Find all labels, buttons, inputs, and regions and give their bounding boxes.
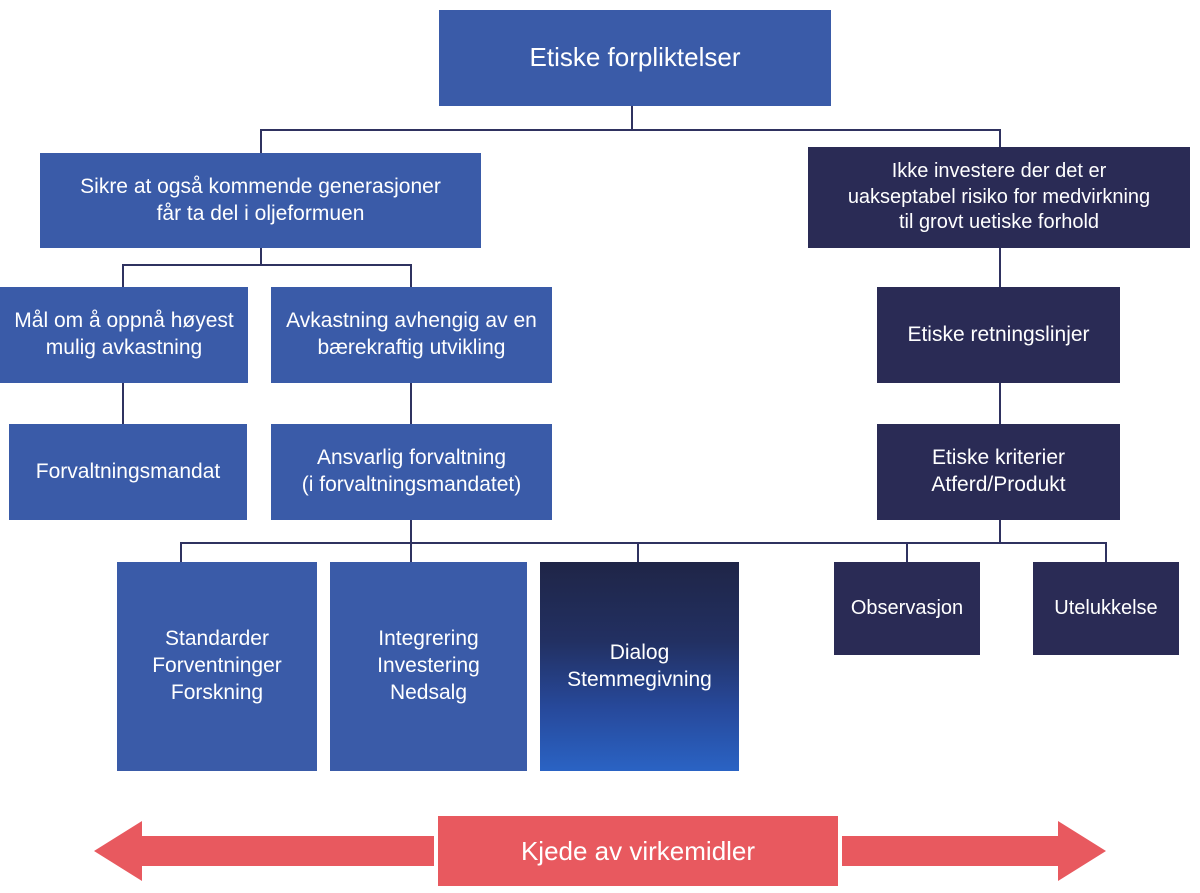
connector-right-branch-drop [999, 129, 1001, 153]
arrow-right-icon [842, 821, 1106, 881]
chain-label-text: Kjede av virkemidler [520, 835, 756, 866]
node-ethical-criteria[interactable]: Etiske kriterier Atferd/Produkt [877, 424, 1120, 520]
connector-observation-drop [906, 542, 908, 562]
node-observation[interactable]: Observasjon [834, 562, 980, 655]
connector-guidelines-to-criteria [999, 383, 1001, 424]
connector-goal-return-drop [122, 264, 124, 287]
connector-sustainable-drop [410, 264, 412, 287]
connector-goal-to-mandate [122, 383, 124, 424]
node-left-branch[interactable]: Sikre at også kommende generasjoner får … [40, 153, 481, 248]
node-sustainable-return[interactable]: Avkastning avhengig av en bærekraftig ut… [271, 287, 552, 383]
node-mandate[interactable]: Forvaltningsmandat [9, 424, 247, 520]
node-standards[interactable]: Standarder Forventninger Forskning [117, 562, 317, 771]
connector-dialog-drop [637, 542, 639, 562]
node-exclusion[interactable]: Utelukkelse [1033, 562, 1179, 655]
connector-level1-bus [260, 129, 1001, 131]
connector-left-branch-stem [260, 248, 262, 265]
connector-right-branch-to-guidelines [999, 248, 1001, 287]
connector-integration-drop [410, 542, 412, 562]
node-integration[interactable]: Integrering Investering Nedsalg [330, 562, 527, 771]
node-dialog[interactable]: Dialog Stemmegivning [540, 562, 739, 771]
node-root[interactable]: Etiske forpliktelser [439, 10, 831, 106]
node-goal-return[interactable]: Mål om å oppnå høyest mulig avkastning [0, 287, 248, 383]
chain-arrows [94, 816, 1106, 886]
connector-root-stem [631, 106, 633, 131]
connector-sustainable-to-responsible [410, 383, 412, 424]
connector-responsible-stem [410, 520, 412, 543]
node-ethical-guidelines[interactable]: Etiske retningslinjer [877, 287, 1120, 383]
chain-label-plate [438, 816, 838, 886]
connector-criteria-stem [999, 520, 1001, 543]
connector-standards-drop [180, 542, 182, 562]
node-right-branch[interactable]: Ikke investere der det er uakseptabel ri… [808, 147, 1190, 248]
connector-bottom-bus-left [180, 542, 1106, 544]
connector-left-branch-drop [260, 129, 262, 153]
connector-exclusion-drop [1105, 542, 1107, 562]
connector-level2-left-bus [122, 264, 412, 266]
arrow-left-icon [94, 821, 434, 881]
node-responsible-management[interactable]: Ansvarlig forvaltning (i forvaltningsman… [271, 424, 552, 520]
